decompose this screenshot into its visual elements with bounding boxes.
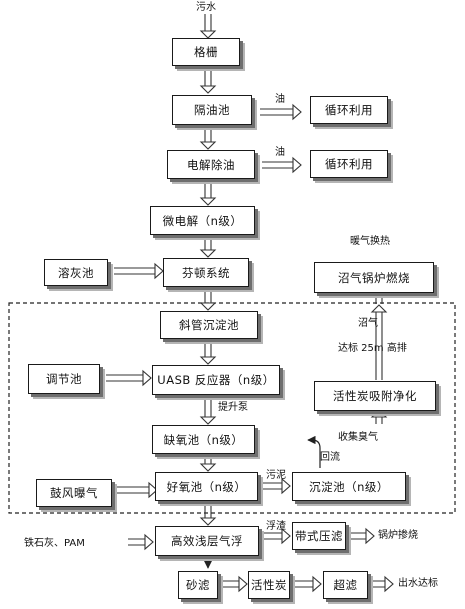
label-sewage: 污水 [196, 2, 216, 13]
label-chemicals: 铁石灰、PAM [24, 538, 85, 549]
grating-box: 格栅 [172, 38, 240, 66]
arrow-aerobic-to-daf [199, 502, 217, 526]
label-lift-pump: 提升泵 [218, 402, 248, 413]
label-sludge: 污泥 [266, 470, 286, 481]
arrow-fenton-to-settler [199, 288, 217, 311]
side-flow-arrows [106, 103, 394, 593]
inclined-tube-settler-box: 斜管沉淀池 [160, 311, 258, 339]
arrow-anoxic-to-aerobic [199, 455, 217, 472]
arrow-grating-to-oil-separator [199, 67, 217, 94]
label-oil-1: 油 [275, 94, 285, 105]
reflux-curve-arrow [307, 435, 321, 468]
belt-press-box: 带式压滤 [292, 522, 346, 550]
arrow-sewage-to-grating [199, 14, 217, 39]
arrow-electrolytic-to-micro [199, 180, 217, 206]
fenton-system-box: 芬顿系统 [163, 258, 249, 287]
label-heating: 暖气换热 [350, 236, 390, 247]
label-boiler-fuel: 锅炉掺烧 [378, 530, 418, 541]
arrow-oil-1 [260, 103, 302, 121]
label-biogas: 沼气 [358, 318, 378, 329]
arrow-oil-2 [262, 156, 302, 174]
arrow-daf-to-belt-press [262, 527, 291, 545]
anoxic-tank-box: 缺氧池（n级） [152, 425, 255, 454]
arrow-odor-up [370, 409, 388, 424]
arrow-oil-separator-to-electrolytic [199, 126, 217, 150]
arrow-micro-to-fenton [199, 236, 217, 258]
aerobic-tank-box: 好氧池（n级） [155, 472, 258, 501]
recycle-box-2: 循环利用 [310, 150, 388, 178]
arrow-equalization-to-uasb [106, 369, 152, 387]
label-discharge-25m: 达标 25m 高排 [338, 343, 407, 354]
sedimentation-tank-box: 沉淀池（n级） [292, 472, 406, 501]
arrow-belt-press-to-boiler-fuel [350, 527, 375, 545]
sand-filter-box: 砂滤 [178, 571, 218, 599]
arrow-biogas-up [370, 304, 388, 380]
lime-pool-box: 溶灰池 [44, 259, 108, 286]
uasb-reactor-box: UASB 反应器（n级） [152, 365, 280, 395]
ultrafiltration-box: 超滤 [323, 571, 368, 599]
oil-separator-box: 隔油池 [172, 95, 252, 125]
arrow-settler-to-uasb [199, 340, 217, 365]
main-flow-arrows [199, 14, 388, 526]
blower-aeration-box: 鼓风曝气 [36, 479, 112, 507]
arrow-aerobic-to-sedimentation [262, 477, 291, 495]
treatment-zone-dashed-border [8, 302, 456, 514]
equalization-tank-box: 调节池 [28, 364, 100, 394]
electrolytic-oil-removal-box: 电解除油 [167, 150, 255, 179]
arrow-lime-to-fenton [114, 262, 164, 280]
arrow-sand-to-carbon [222, 575, 248, 593]
label-reflux: 回流 [320, 452, 340, 463]
recycle-box-1: 循环利用 [310, 96, 388, 124]
label-scum: 浮渣 [266, 521, 286, 532]
label-collect-odor: 收集臭气 [338, 432, 378, 443]
label-effluent: 出水达标 [398, 578, 438, 589]
arrow-chemicals-to-daf [128, 533, 154, 551]
label-oil-2: 油 [275, 147, 285, 158]
daf-box: 高效浅层气浮 [155, 526, 259, 556]
arrow-blower-to-aerobic [112, 481, 158, 499]
arrow-uf-to-effluent [370, 575, 394, 593]
biogas-boiler-box: 沼气锅炉燃烧 [314, 262, 434, 293]
activated-carbon-adsorption-box: 活性炭吸附净化 [314, 381, 436, 411]
arrow-carbon-to-uf [292, 575, 322, 593]
arrow-uasb-to-anoxic [199, 395, 217, 425]
micro-electrolysis-box: 微电解（n级） [150, 206, 255, 235]
activated-carbon-box: 活性炭 [248, 571, 290, 599]
